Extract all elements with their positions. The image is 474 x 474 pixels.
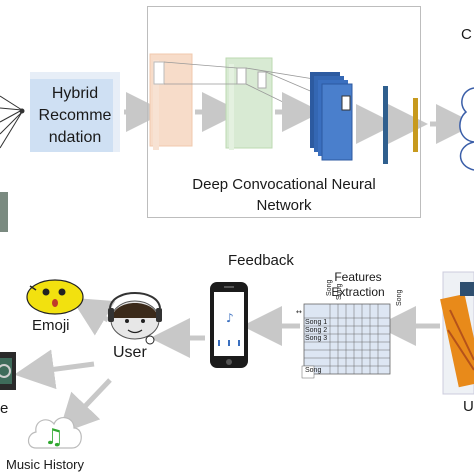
dense-layer-gold bbox=[413, 98, 418, 152]
matrix-row-label: Song 1 bbox=[305, 319, 328, 326]
left-partial-item bbox=[0, 192, 8, 232]
hybrid-recommendation-box bbox=[30, 72, 120, 152]
svg-text:↔: ↔ bbox=[296, 308, 302, 316]
feedback-label: Feedback bbox=[228, 252, 294, 269]
features-extraction-label: Features Extraction bbox=[318, 270, 398, 300]
emoji-face-icon bbox=[26, 279, 84, 315]
input-fan-lines bbox=[0, 95, 23, 149]
emoji-label: Emoji bbox=[32, 317, 70, 334]
cnn-label-line-2: Network bbox=[256, 197, 312, 214]
fan-node bbox=[19, 108, 25, 114]
matrix-col-header: Song bbox=[326, 279, 333, 296]
arrow-user-to-emoji bbox=[70, 297, 116, 336]
arrow-user-to-left bbox=[14, 349, 95, 390]
svg-text:♪: ♪ bbox=[226, 311, 234, 325]
cnn-label-line-1: Deep Convocational Neural bbox=[192, 176, 376, 193]
smartphone-icon: ♪ bbox=[210, 282, 248, 368]
hybrid-label-line-1: Hybrid bbox=[51, 85, 99, 102]
user-label: User bbox=[113, 344, 147, 361]
right-top-partial-label: C bbox=[461, 26, 472, 43]
music-history-icon: ♫ bbox=[27, 417, 82, 450]
features-label-line-1: Features bbox=[334, 270, 382, 284]
features-label-line-2: Extraction bbox=[331, 285, 385, 299]
cnn-layer-2 bbox=[225, 57, 273, 150]
right-partial-shape bbox=[459, 87, 474, 171]
svg-text:♫: ♫ bbox=[44, 425, 64, 450]
left-partial-screen-icon bbox=[0, 352, 16, 390]
features-matrix: ↔ bbox=[296, 303, 391, 379]
cnn-layer-1 bbox=[149, 53, 193, 150]
cnn-label: Deep Convocational Neural Network bbox=[147, 174, 421, 216]
cnn-layer-3 bbox=[310, 72, 353, 161]
hybrid-label-line-3: ndation bbox=[48, 129, 102, 146]
right-partial-image bbox=[440, 271, 474, 395]
matrix-col-header: Song bbox=[336, 283, 343, 300]
matrix-col-header: Song bbox=[396, 289, 403, 306]
hybrid-label-line-2: Recomme bbox=[38, 107, 112, 124]
matrix-row-label: Song 2 bbox=[305, 327, 328, 334]
matrix-row-label: Song 3 bbox=[305, 335, 328, 342]
matrix-row-label: Song bbox=[305, 367, 322, 374]
hybrid-recommendation-label: Hybrid Recomme ndation bbox=[30, 83, 120, 149]
dense-layer-blue bbox=[383, 86, 388, 164]
arrow-user-to-history bbox=[58, 378, 112, 435]
right-bottom-partial-label: U bbox=[463, 398, 474, 415]
music-history-label: Music History bbox=[6, 457, 85, 472]
cnn-frame bbox=[147, 6, 421, 218]
left-bottom-partial-label: e bbox=[0, 400, 9, 417]
user-icon bbox=[108, 292, 162, 345]
